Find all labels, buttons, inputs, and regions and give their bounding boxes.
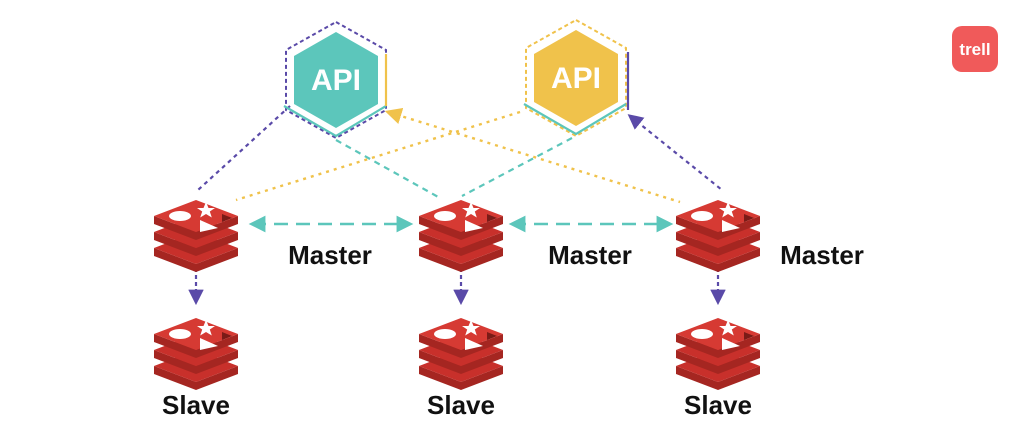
master-label-1: Master bbox=[288, 240, 372, 270]
redis-icon bbox=[419, 318, 503, 390]
trell-logo-text: trell bbox=[959, 40, 990, 59]
redis-icon bbox=[676, 200, 760, 272]
master-node-2 bbox=[419, 200, 503, 272]
api2-to-master2-link bbox=[461, 137, 573, 197]
master-node-1 bbox=[154, 200, 238, 272]
master-label-3: Master bbox=[780, 240, 864, 270]
api-node-1: API bbox=[283, 20, 388, 140]
redis-icon bbox=[676, 318, 760, 390]
trell-logo-badge bbox=[952, 26, 998, 72]
slave-label-3: Slave bbox=[684, 390, 752, 420]
api1-to-master1-link bbox=[197, 105, 291, 191]
api-hexagon-1 bbox=[294, 32, 378, 128]
api1-to-master3-link bbox=[384, 107, 681, 204]
slave-node-2 bbox=[419, 318, 503, 390]
api-label-2: API bbox=[551, 62, 601, 95]
api2-to-master1-link bbox=[235, 110, 521, 202]
api2-to-master3-link bbox=[627, 114, 723, 191]
api-node-2: API bbox=[523, 18, 630, 138]
redis-icon bbox=[419, 200, 503, 272]
slave-node-3 bbox=[676, 318, 760, 390]
api1-to-master2-link bbox=[335, 139, 441, 199]
redis-icon bbox=[154, 318, 238, 390]
slave-label-2: Slave bbox=[427, 390, 495, 420]
api-label-1: API bbox=[311, 64, 361, 97]
trell-logo: trell bbox=[952, 26, 998, 72]
slave-node-1 bbox=[154, 318, 238, 390]
master-label-2: Master bbox=[548, 240, 632, 270]
api-hexagon-2 bbox=[534, 30, 618, 126]
master-node-3 bbox=[676, 200, 760, 272]
redis-icon bbox=[154, 200, 238, 272]
slave-label-1: Slave bbox=[162, 390, 230, 420]
